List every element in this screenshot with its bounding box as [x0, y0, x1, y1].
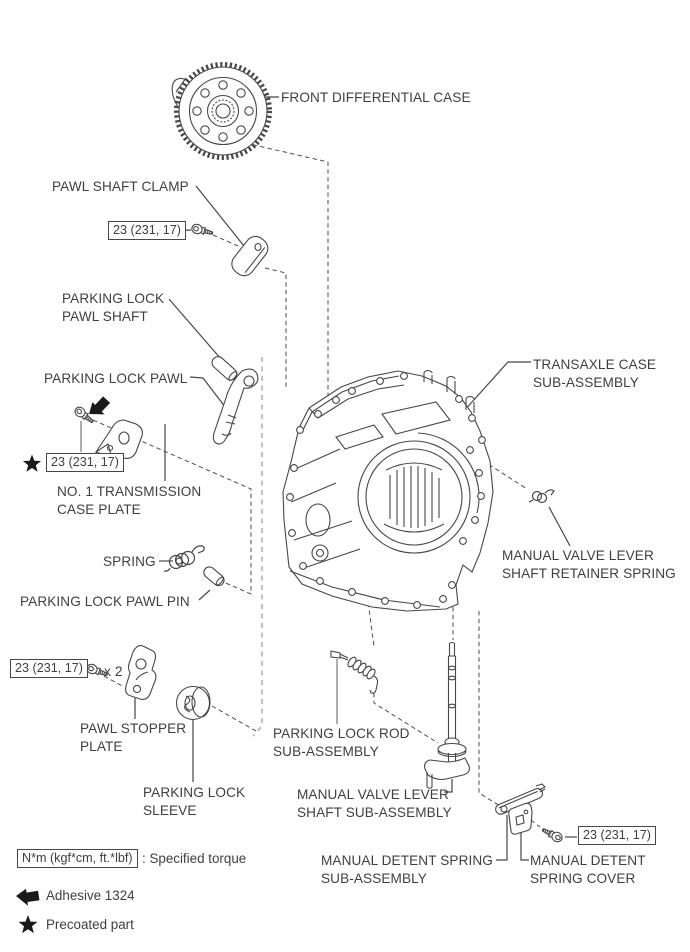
label-parking-lock-pawl-shaft: PARKING LOCK PAWL SHAFT: [62, 291, 165, 325]
label-pawl-stopper-plate: PAWL STOPPER PLATE: [80, 721, 187, 755]
label-manual-valve-lever-shaft: MANUAL VALVE LEVER SHAFT SUB-ASSEMBLY: [297, 787, 452, 821]
label-no1-transmission-case-plate: NO. 1 TRANSMISSION CASE PLATE: [57, 484, 202, 518]
manual-detent-spring-cover-drawing: [508, 802, 533, 835]
torque-box: 23 (231, 17): [10, 659, 88, 678]
gray-leader-lines: [80, 421, 338, 724]
front-differential-case-drawing: [171, 62, 272, 160]
label-front-differential-case: FRONT DIFFERENTIAL CASE: [281, 90, 471, 105]
legend-precoated: Precoated part: [46, 917, 134, 932]
precoated-star-icon: [18, 915, 38, 934]
gray-dashed-line: [252, 357, 264, 737]
transaxle-case-drawing: [282, 370, 494, 612]
label-manual-detent-spring-cover: MANUAL DETENT SPRING COVER: [530, 853, 646, 887]
torque-box: 23 (231, 17): [108, 221, 186, 240]
legend-torque-unit-box: N*m (kgf*cm, ft.*lbf): [17, 849, 138, 868]
torque-box: 23 (231, 17): [46, 453, 124, 472]
adhesive-arrow-icon: [84, 393, 114, 422]
pawl-shaft-clamp-drawing: [231, 235, 269, 277]
precoated-star-icon: [22, 454, 42, 472]
label-manual-detent-spring: MANUAL DETENT SPRING SUB-ASSEMBLY: [321, 853, 493, 887]
legend-adhesive: Adhesive 1324: [46, 888, 135, 903]
label-parking-lock-pawl-pin: PARKING LOCK PAWL PIN: [20, 594, 190, 609]
spring-drawing: [163, 545, 205, 572]
label-quantity-x2: x 2: [104, 664, 123, 679]
legend-torque-desc: : Specified torque: [142, 851, 247, 866]
parking-lock-pawl-shaft-drawing: [211, 356, 238, 381]
parking-lock-pawl-drawing: [212, 368, 259, 445]
retainer-spring-drawing: [528, 489, 555, 504]
label-spring: SPRING: [103, 554, 156, 569]
parking-lock-sleeve-drawing: [175, 685, 211, 721]
label-manual-valve-lever-shaft-retainer-spring: MANUAL VALVE LEVER SHAFT RETAINER SPRING: [502, 548, 676, 582]
bolt-icon: [540, 825, 565, 845]
pawl-stopper-plate-drawing: [125, 645, 157, 700]
bolt-icon: [190, 222, 215, 239]
label-pawl-shaft-clamp: PAWL SHAFT CLAMP: [52, 179, 189, 194]
label-transaxle-case: TRANSAXLE CASE SUB-ASSEMBLY: [533, 357, 657, 391]
torque-box: 23 (231, 17): [578, 826, 656, 845]
parking-lock-pawl-pin-drawing: [203, 566, 225, 587]
label-parking-lock-sleeve: PARKING LOCK SLEEVE: [143, 785, 246, 819]
parking-lock-rod-drawing: [330, 650, 379, 694]
adhesive-arrow-icon: [16, 888, 40, 906]
label-parking-lock-rod: PARKING LOCK ROD SUB-ASSEMBLY: [273, 726, 410, 760]
manual-valve-lever-shaft-drawing: [424, 641, 470, 789]
label-parking-lock-pawl: PARKING LOCK PAWL: [44, 371, 188, 386]
